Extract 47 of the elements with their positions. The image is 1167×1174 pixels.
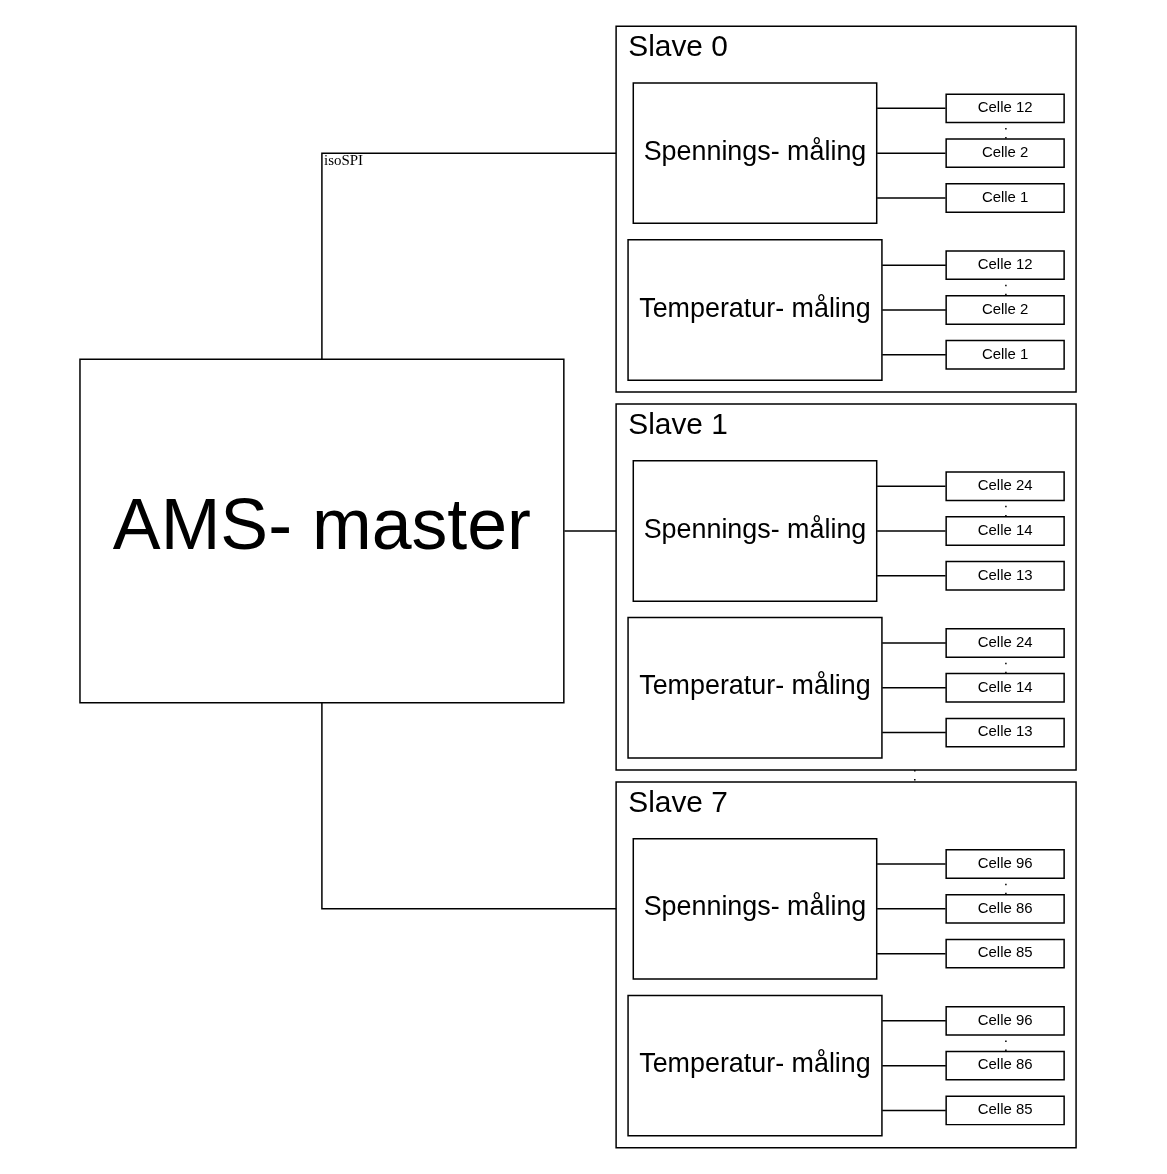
node-box: AMS- master <box>78 358 565 704</box>
node-box: Celle 85 <box>944 1095 1065 1126</box>
node-box: Celle 96 <box>944 849 1065 879</box>
connector <box>875 908 946 910</box>
node-box: Celle 12 <box>944 93 1065 124</box>
node-box: Spennings- måling <box>632 82 877 225</box>
connector <box>881 1109 947 1112</box>
connector <box>881 642 947 644</box>
node-box: Celle 86 <box>944 893 1065 924</box>
node-box: Temperatur- måling <box>626 239 883 381</box>
connector <box>875 952 946 955</box>
node-box: Celle 24 <box>944 471 1065 502</box>
connector <box>320 152 617 360</box>
connector <box>875 107 946 110</box>
node-box: Celle 13 <box>944 560 1065 591</box>
connector <box>563 530 617 532</box>
connector <box>881 1020 947 1022</box>
node-box: Celle 12 <box>944 250 1065 281</box>
connector <box>881 309 947 311</box>
connector <box>320 702 617 910</box>
node-box: Celle 1 <box>944 339 1065 370</box>
node-box: Celle 1 <box>944 183 1065 213</box>
node-box: Temperatur- måling <box>626 994 883 1137</box>
connector <box>881 731 947 734</box>
node-box: Celle 2 <box>944 295 1065 325</box>
connector <box>881 354 947 356</box>
connector <box>875 863 946 865</box>
connector <box>875 575 946 577</box>
connector <box>881 1064 947 1067</box>
node-box: Celle 85 <box>944 938 1065 969</box>
connector <box>875 530 946 532</box>
node-box: Spennings- måling <box>632 837 877 980</box>
node-box: Spennings- måling <box>632 460 877 602</box>
node-box: Celle 13 <box>944 717 1065 748</box>
connector <box>881 264 947 266</box>
connector <box>875 485 946 487</box>
node-box: Celle 14 <box>944 516 1065 546</box>
connector <box>881 687 947 689</box>
node-box: Celle 2 <box>944 138 1065 169</box>
edge-label: isoSPI <box>323 152 363 169</box>
node-box: Celle 96 <box>944 1005 1065 1036</box>
connector <box>875 152 946 154</box>
node-box: Celle 14 <box>944 672 1065 703</box>
node-box: Temperatur- måling <box>626 616 883 759</box>
node-box: Celle 24 <box>944 628 1065 658</box>
connector <box>875 197 946 199</box>
node-box: Celle 86 <box>944 1050 1065 1081</box>
